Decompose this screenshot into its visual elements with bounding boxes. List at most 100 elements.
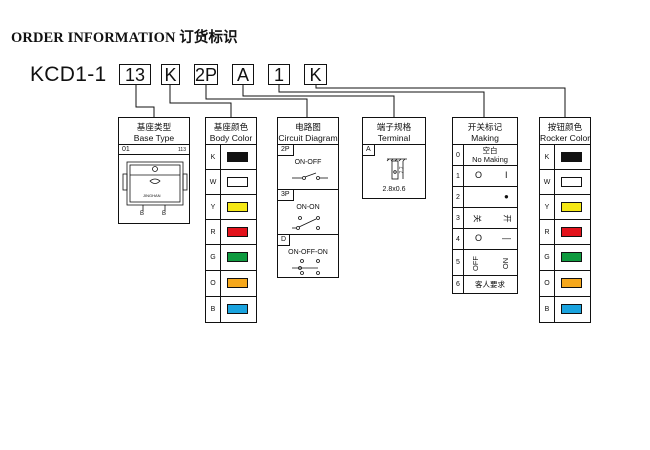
rocker-color-row: B <box>540 297 590 322</box>
terminal-size: 2.8x0.6 <box>382 186 406 193</box>
circuit-body: 2P ON-OFF 3P ON-ON D ON-OFF-ON <box>277 145 339 278</box>
marking-right-symbol: — <box>502 233 511 243</box>
marking-code: 0 <box>453 145 464 165</box>
body-color-swatch <box>227 177 248 187</box>
marking-row: 4 O — <box>453 229 517 250</box>
marking-row: 5 OFF ON <box>453 250 517 276</box>
marking-left-symbol: 关 <box>472 214 482 223</box>
body-color-swatch <box>227 202 248 212</box>
body-color-code: R <box>206 220 221 244</box>
body-color-row: K <box>206 145 256 170</box>
rocker-color-code: W <box>540 170 555 194</box>
rocker-color-row: Y <box>540 195 590 220</box>
body-color-body: K W Y R G O B <box>205 145 257 323</box>
base-type-pin-label: B <box>140 211 145 217</box>
marking-right-symbol: ● <box>504 192 509 201</box>
body-color-code: O <box>206 271 221 296</box>
marking-left-symbol: O <box>475 170 483 180</box>
marking-code: 5 <box>453 250 464 275</box>
rocker-color-swatch <box>561 177 582 187</box>
body-color-swatch <box>227 227 248 237</box>
rocker-color-code: R <box>540 220 555 244</box>
circuit-option-code: D <box>278 235 291 246</box>
circuit-option: D ON-OFF-ON <box>278 235 338 277</box>
circuit-option-code: 3P <box>278 190 294 201</box>
marking-code: 6 <box>453 276 464 293</box>
terminal-title-en: Terminal <box>377 133 411 143</box>
rocker-color-row: K <box>540 145 590 170</box>
base-type-option-code: 01 <box>122 146 130 153</box>
rocker-color-row: G <box>540 245 590 271</box>
rocker-color-title-en: Rocker Color <box>540 133 591 143</box>
circuit-option-label: ON-ON <box>296 204 320 211</box>
connector-circuit <box>205 85 308 117</box>
body-color-code: Y <box>206 195 221 219</box>
circuit-on-off-symbol <box>292 172 328 180</box>
rocker-color-code: Y <box>540 195 555 219</box>
marking-right-symbol: I <box>505 170 508 180</box>
base-type-switch-drawing <box>122 161 188 211</box>
marking-code: 3 <box>453 208 464 228</box>
body-color-row: G <box>206 245 256 271</box>
body-color-swatch <box>227 152 248 162</box>
marking-right-symbol: ON <box>501 257 511 270</box>
circuit-option-code: 2P <box>278 145 294 156</box>
base-type-body: 01 113 JINGHAN B B <box>118 145 190 224</box>
code-box-body-color: K <box>161 64 180 85</box>
circuit-title: 电路图 Circuit Diagram <box>277 117 339 145</box>
body-color-title: 基座颜色 Body Color <box>205 117 257 145</box>
rocker-color-row: O <box>540 271 590 297</box>
terminal-dimension: 7.7 <box>399 166 406 174</box>
code-box-marking: 1 <box>268 64 290 85</box>
body-color-code: G <box>206 245 221 270</box>
circuit-option-label: ON-OFF <box>294 159 322 166</box>
rocker-color-row: R <box>540 220 590 245</box>
marking-title-cn: 开关标记 <box>467 122 503 132</box>
body-color-swatch <box>227 278 248 288</box>
marking-code: 1 <box>453 166 464 186</box>
rocker-color-swatch <box>561 252 582 262</box>
circuit-option: 3P ON-ON <box>278 190 338 235</box>
code-box-terminal: A <box>232 64 254 85</box>
body-color-code: K <box>206 145 221 169</box>
rocker-color-title-cn: 按钮颜色 <box>547 122 583 132</box>
marking-right-symbol: 开 <box>502 214 512 223</box>
rocker-color-code: G <box>540 245 555 270</box>
body-color-swatch <box>227 252 248 262</box>
rocker-color-swatch <box>561 202 582 212</box>
terminal-body: A 7.7 2.8x0.6 <box>362 145 426 199</box>
marking-title: 开关标记 Making <box>452 117 518 145</box>
terminal-title-cn: 端子规格 <box>376 122 412 132</box>
base-type-title-cn: 基座类型 <box>136 122 172 132</box>
circuit-title-en: Circuit Diagram <box>278 133 338 143</box>
body-color-row: O <box>206 271 256 297</box>
rocker-color-swatch <box>561 304 582 314</box>
circuit-on-off-on-symbol <box>292 259 320 275</box>
terminal-drawing <box>386 158 407 180</box>
marking-row: 2 ● <box>453 187 517 208</box>
terminal-title: 端子规格 Terminal <box>362 117 426 145</box>
connector-base-type <box>135 85 155 117</box>
rocker-color-swatch <box>561 227 582 237</box>
marking-row: 1 O I <box>453 166 517 187</box>
rocker-color-body: K W Y R G O B <box>539 145 591 323</box>
body-color-title-en: Body Color <box>209 133 253 143</box>
marking-row: 3 关 开 <box>453 208 517 229</box>
body-color-row: R <box>206 220 256 245</box>
circuit-option: 2P ON-OFF <box>278 145 338 190</box>
marking-blank-cn: 空白 <box>482 146 498 155</box>
circuit-on-on-symbol <box>292 216 320 230</box>
base-type-title-en: Base Type <box>133 133 175 143</box>
model-prefix: KCD1-1 <box>30 63 107 86</box>
rocker-color-swatch <box>561 152 582 162</box>
base-type-option-value: 113 <box>178 147 186 153</box>
base-type-pin-label: B <box>162 211 167 217</box>
rocker-color-code: B <box>540 297 555 322</box>
body-color-code: W <box>206 170 221 194</box>
rocker-color-code: K <box>540 145 555 169</box>
body-color-swatch <box>227 304 248 314</box>
connector-terminal <box>242 85 395 117</box>
rocker-color-title: 按钮颜色 Rocker Color <box>539 117 591 145</box>
circuit-title-cn: 电路图 <box>295 122 321 132</box>
